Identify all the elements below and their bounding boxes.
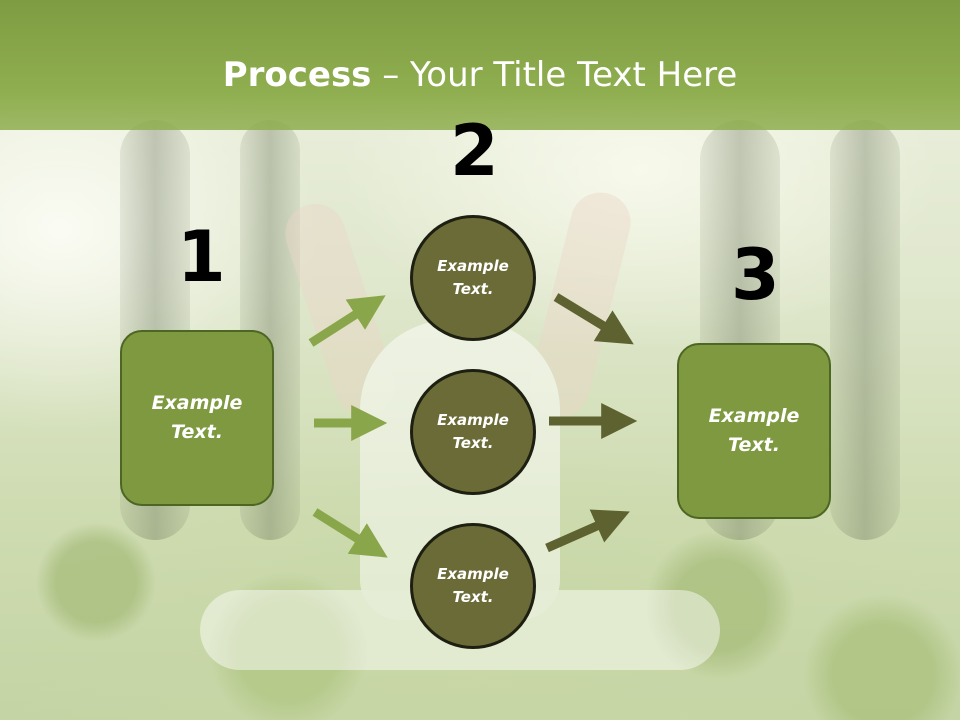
arrow-from-bottom-circle — [545, 509, 630, 553]
step-number-3: 3 — [731, 234, 780, 316]
slide-title[interactable]: Process – Your Title Text Here — [0, 53, 960, 97]
yoga-figure — [200, 150, 720, 670]
step-box-right[interactable]: Example Text. — [677, 343, 831, 519]
step-box-left[interactable]: Example Text. — [120, 330, 274, 506]
step-circle-bottom[interactable]: Example Text. — [410, 523, 536, 649]
step-circle-middle-label: Example Text. — [437, 411, 509, 452]
title-bar — [0, 0, 960, 130]
step-circle-top-label: Example Text. — [437, 257, 509, 298]
arrow-to-bottom-circle — [312, 508, 388, 558]
step-circle-bottom-label: Example Text. — [437, 565, 509, 606]
step-circle-middle[interactable]: Example Text. — [410, 369, 536, 495]
step-box-left-label: Example Text. — [151, 392, 243, 443]
step-number-2: 2 — [450, 110, 499, 192]
step-box-right-label: Example Text. — [708, 405, 800, 456]
title-bold: Process — [222, 55, 372, 95]
step-circle-top[interactable]: Example Text. — [410, 215, 536, 341]
tree-trunk — [830, 120, 900, 540]
title-rest: – Your Title Text Here — [371, 55, 738, 95]
arrow-to-top-circle — [308, 295, 386, 347]
arrow-from-top-circle — [553, 293, 634, 345]
step-number-1: 1 — [177, 216, 226, 298]
